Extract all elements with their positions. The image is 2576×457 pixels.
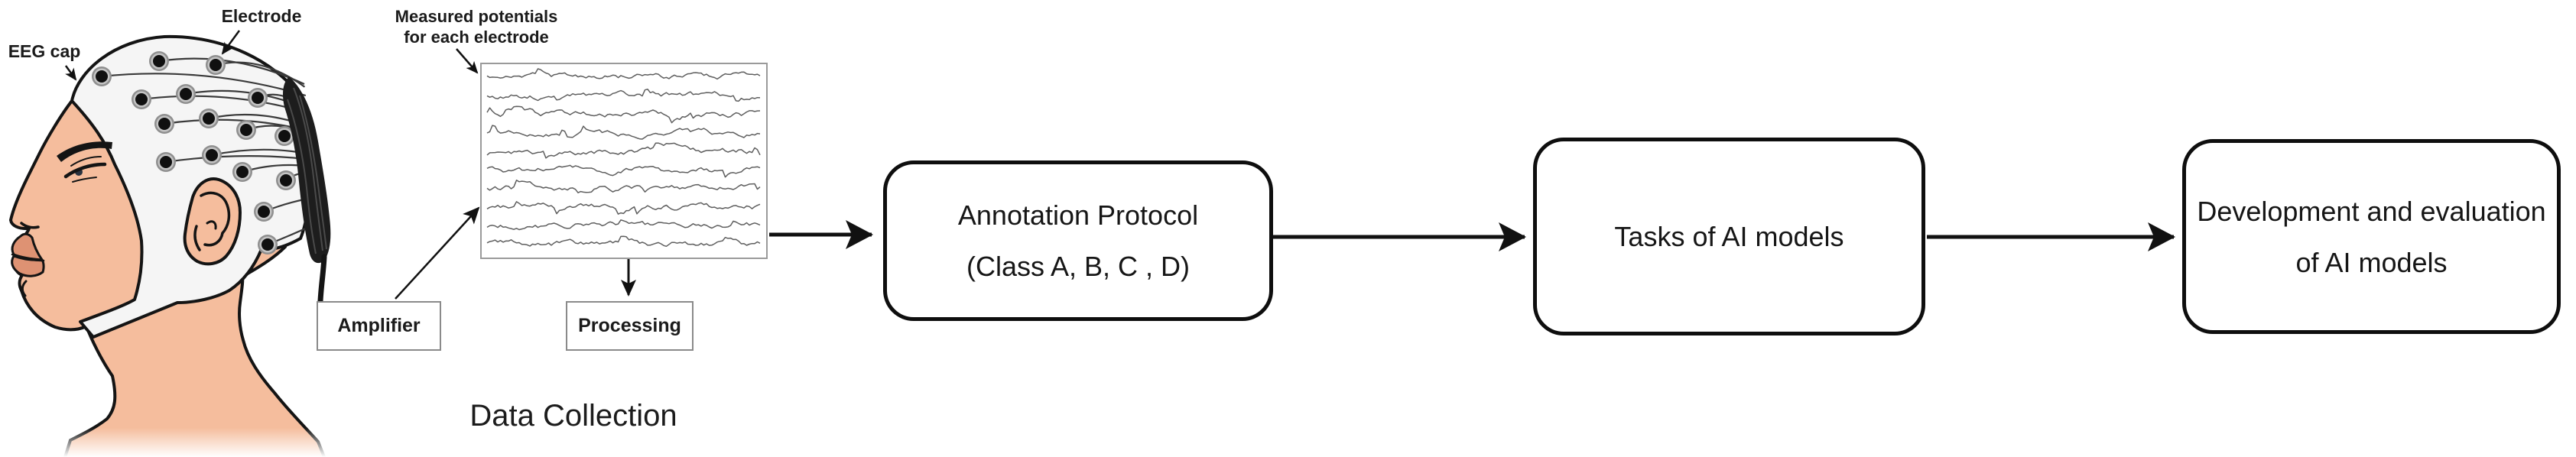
- electrode-dot: [236, 120, 256, 140]
- electrode-dot: [206, 55, 226, 75]
- electrode-label: Electrode: [221, 6, 302, 26]
- eeg-trace: [486, 219, 761, 231]
- eeg-trace: [486, 68, 761, 80]
- electrode-dot: [132, 89, 151, 109]
- development-box-line1: Development and evaluation: [2197, 195, 2546, 227]
- electrode-wire: [158, 57, 305, 85]
- eye: [63, 156, 107, 183]
- processing-box: Processing: [566, 301, 694, 351]
- arrow-electrode-label: [221, 30, 241, 55]
- eeg-trace: [486, 201, 761, 215]
- electrode-dot: [154, 114, 174, 134]
- electrode-dot: [254, 202, 274, 222]
- electrode-dot: [149, 51, 169, 71]
- development-box-line2: of AI models: [2295, 246, 2448, 278]
- lips: [11, 232, 45, 277]
- eeg-trace: [486, 142, 761, 159]
- arrow-measured-label: [456, 48, 479, 74]
- electrode-dot: [258, 235, 278, 254]
- measured-potentials-label: Measured potentials for each electrode: [378, 6, 574, 47]
- electrode-wire: [165, 155, 314, 164]
- tasks-box: Tasks of AI models: [1533, 138, 1925, 335]
- eeg-trace: [486, 125, 761, 140]
- development-box: Development and evaluation of AI models: [2182, 139, 2561, 334]
- eyebrow: [57, 141, 112, 162]
- hair-wire-bundle: [283, 76, 331, 264]
- eeg-cap-shape: [70, 34, 313, 339]
- electrode-wire: [215, 61, 306, 88]
- eeg-trace: [486, 105, 761, 124]
- annotation-protocol-box: Annotation Protocol (Class A, B, C , D): [883, 160, 1273, 321]
- electrode-dot: [176, 84, 196, 104]
- measured-potentials-line1: Measured potentials: [395, 7, 558, 26]
- tasks-box-line1: Tasks of AI models: [1614, 221, 1844, 252]
- eeg-trace: [486, 88, 761, 102]
- electrode-dot: [248, 88, 268, 108]
- annotation-protocol-line2: (Class A, B, C , D): [966, 251, 1191, 282]
- electrodes: [92, 51, 296, 254]
- arrow-amplifier-to-traces: [395, 206, 480, 300]
- arrow-eeg-cap-label: [64, 65, 77, 81]
- eeg-trace: [486, 180, 761, 193]
- electrode-dot: [276, 170, 296, 190]
- eeg-cap-label: EEG cap: [8, 41, 81, 61]
- chin-crease: [21, 280, 28, 297]
- electrode-dot: [274, 126, 294, 146]
- electrode-dot: [199, 109, 219, 128]
- ear: [183, 177, 242, 266]
- amplifier-box: Amplifier: [317, 301, 441, 351]
- eeg-trace: [486, 164, 761, 178]
- electrode-dot: [232, 162, 252, 182]
- amplifier-cable: [317, 254, 327, 304]
- electrode-dot: [92, 66, 112, 86]
- eeg-traces-group: [486, 68, 761, 248]
- electrode-dot: [202, 145, 222, 165]
- electrode-dot: [156, 152, 176, 172]
- measured-potentials-line2: for each electrode: [404, 28, 549, 47]
- eeg-traces-box: [480, 63, 768, 259]
- nostril: [20, 222, 40, 229]
- eeg-trace: [486, 235, 761, 248]
- data-collection-caption: Data Collection: [469, 399, 677, 433]
- electrode-wire: [101, 73, 307, 97]
- head-illustration: [8, 34, 352, 457]
- annotation-protocol-line1: Annotation Protocol: [957, 199, 1199, 231]
